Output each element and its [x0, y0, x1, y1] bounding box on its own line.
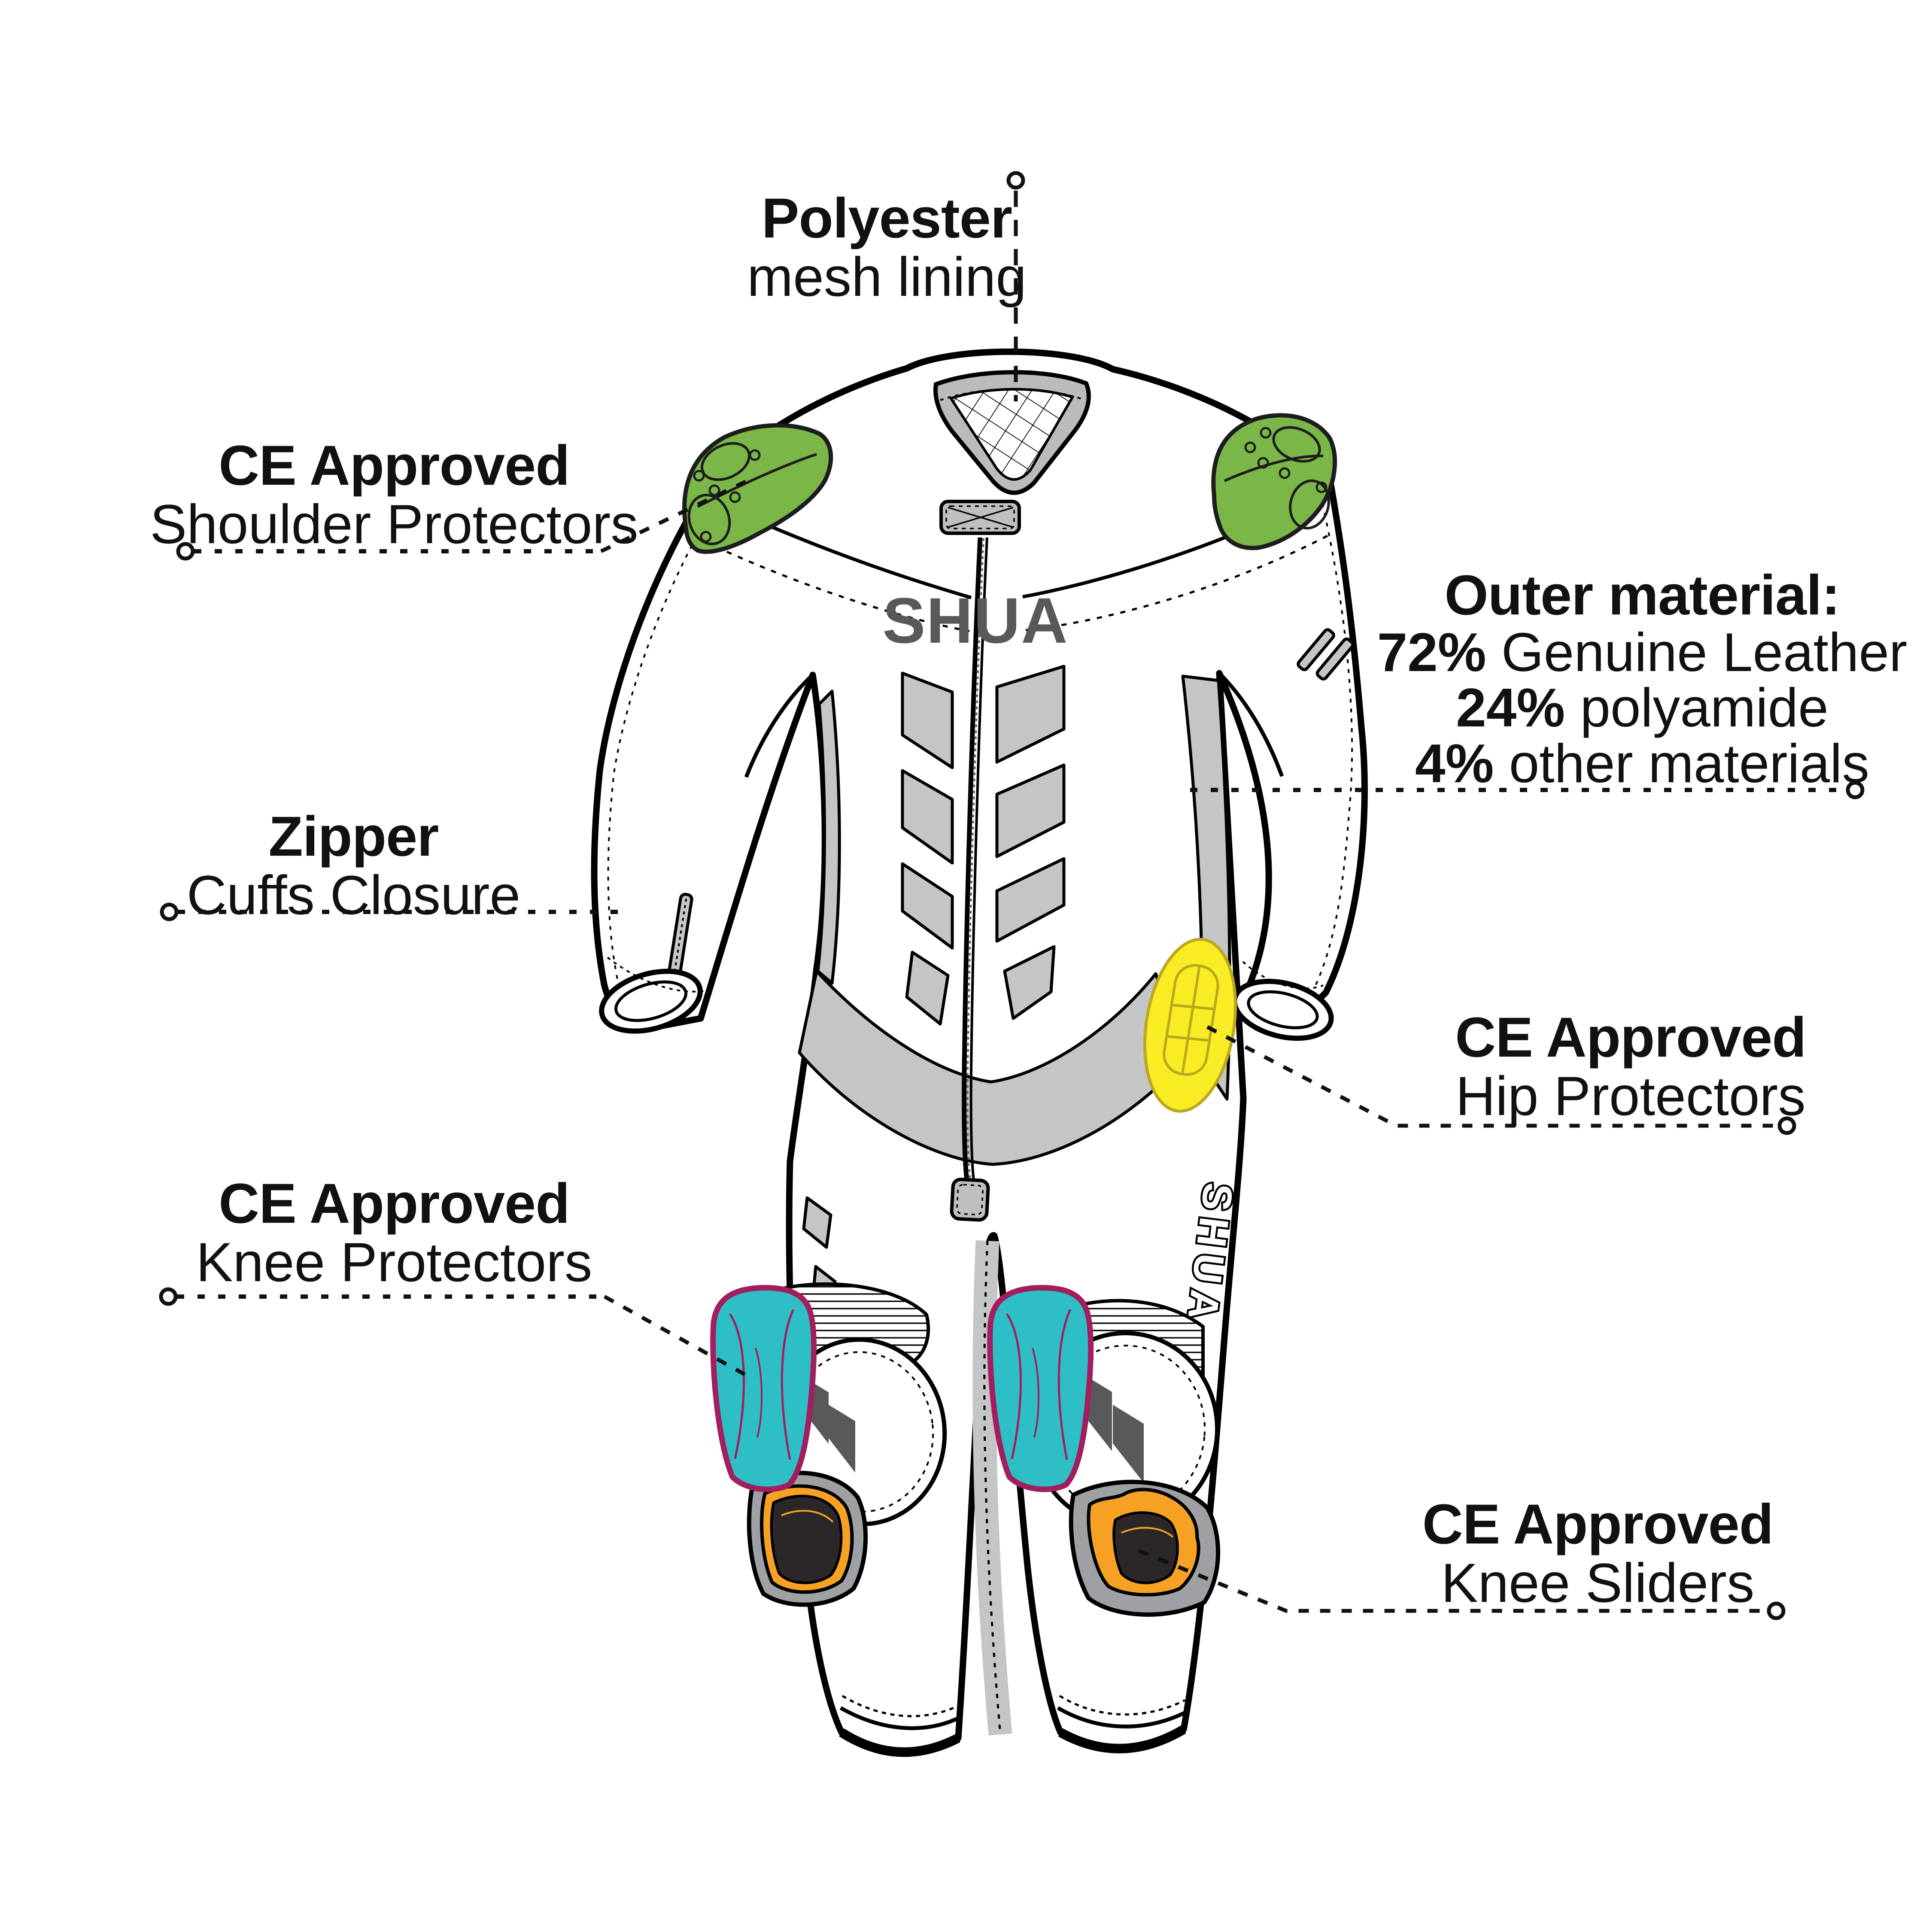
callout-outer-material: Outer material: 72% Genuine Leather 24% …: [1377, 565, 1908, 792]
leader-endpoint: [159, 1287, 178, 1306]
callout-zipper: Zipper Cuffs Closure: [187, 806, 520, 925]
callout-title: CE Approved: [219, 1172, 570, 1235]
shoulder-protector-right: [1211, 413, 1337, 550]
zipper: [950, 537, 990, 1222]
leader-endpoint: [1846, 781, 1865, 799]
leader-endpoint: [160, 902, 179, 921]
callout-title: CE Approved: [219, 434, 570, 497]
material-pct: 24%: [1456, 677, 1565, 738]
hip-protector: [1143, 938, 1237, 1113]
gray-panels: [666, 628, 1355, 1736]
callout-subtitle: Cuffs Closure: [186, 864, 521, 927]
callout-subtitle: Knee Protectors: [196, 1231, 592, 1294]
material-line: 4% other materials: [1377, 732, 1908, 794]
leader-endpoint: [1006, 171, 1025, 190]
callout-subtitle: Shoulder Protectors: [150, 493, 638, 556]
leader-endpoint: [176, 542, 195, 561]
callout-knee-protectors: CE Approved Knee Protectors: [196, 1173, 592, 1292]
knee-zone: [747, 1282, 1221, 1617]
material-line: 72% Genuine Leather: [1377, 621, 1908, 683]
callout-subtitle: mesh lining: [747, 246, 1027, 308]
leader-endpoint: [1777, 1116, 1796, 1135]
knee-protector-left: [710, 1285, 817, 1492]
material-name: polyamide: [1565, 677, 1829, 738]
leg-cuffs: [839, 1695, 1187, 1757]
material-pct: 72%: [1377, 621, 1486, 683]
knee-protector-right: [987, 1285, 1094, 1492]
collar: [933, 370, 1091, 535]
callout-hip-protectors: CE Approved Hip Protectors: [1455, 1007, 1806, 1126]
leader-endpoint: [1767, 1601, 1786, 1620]
velcro-tab: [939, 500, 1021, 535]
leader-knee-sliders: [1138, 1549, 1768, 1613]
callout-title: Polyester: [761, 186, 1012, 250]
callout-mesh-lining: Polyester mesh lining: [747, 188, 1027, 307]
callout-title: Outer material:: [1444, 563, 1840, 626]
knee-slider-left: [747, 1470, 868, 1607]
material-name: other materials: [1494, 732, 1869, 794]
callout-subtitle: Hip Protectors: [1455, 1065, 1806, 1127]
material-pct: 4%: [1415, 732, 1494, 794]
callout-title: Zipper: [268, 805, 439, 868]
leader-hip: [1206, 1025, 1778, 1128]
callout-title: CE Approved: [1455, 1005, 1806, 1069]
material-line: 24% polyamide: [1377, 680, 1908, 735]
sleeve-cuffs: [599, 957, 1334, 1041]
material-name: Genuine Leather: [1486, 621, 1908, 683]
knee-slider-right: [1069, 1479, 1221, 1617]
callout-knee-sliders: CE Approved Knee Sliders: [1422, 1492, 1774, 1614]
callout-title: CE Approved: [1422, 1492, 1774, 1556]
leader-lines: [159, 171, 1865, 1620]
callout-subtitle: Knee Sliders: [1441, 1552, 1755, 1614]
callout-shoulder-protectors: CE Approved Shoulder Protectors: [150, 435, 638, 554]
chest-logo: SHUA: [882, 584, 1068, 656]
shoulder-protector-left: [682, 423, 833, 554]
